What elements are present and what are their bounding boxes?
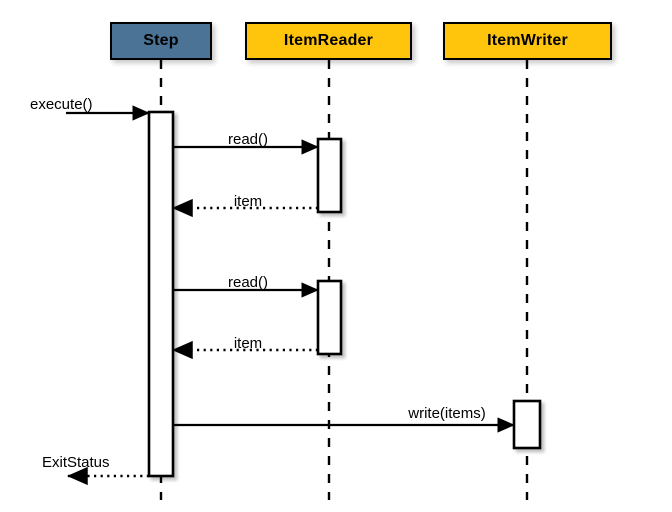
message-label-write-items: write(items) — [408, 405, 486, 422]
participant-label-step: Step — [143, 32, 179, 49]
activation-bars-group — [147, 110, 542, 478]
message-arrows-group — [66, 105, 515, 486]
message-label-execute: execute() — [30, 96, 93, 113]
message-label-exit-status: ExitStatus — [42, 454, 110, 471]
reader-activation-1[interactable] — [316, 137, 343, 214]
participant-label-itemreader: ItemReader — [283, 32, 374, 49]
message-label-item-1: item — [233, 193, 263, 210]
participant-header-itemreader[interactable]: ItemReader — [245, 22, 412, 60]
step-activation[interactable] — [147, 110, 175, 478]
message-label-read-2: read() — [227, 274, 269, 291]
message-label-read-1: read() — [227, 131, 269, 148]
participant-header-step[interactable]: Step — [110, 22, 212, 60]
message-label-item-2: item — [233, 335, 263, 352]
participant-label-itemwriter: ItemWriter — [487, 32, 568, 49]
writer-activation-1[interactable] — [512, 399, 542, 450]
participant-header-itemwriter[interactable]: ItemWriter — [443, 22, 612, 60]
lifelines-group — [159, 60, 529, 500]
reader-activation-2[interactable] — [316, 279, 343, 356]
